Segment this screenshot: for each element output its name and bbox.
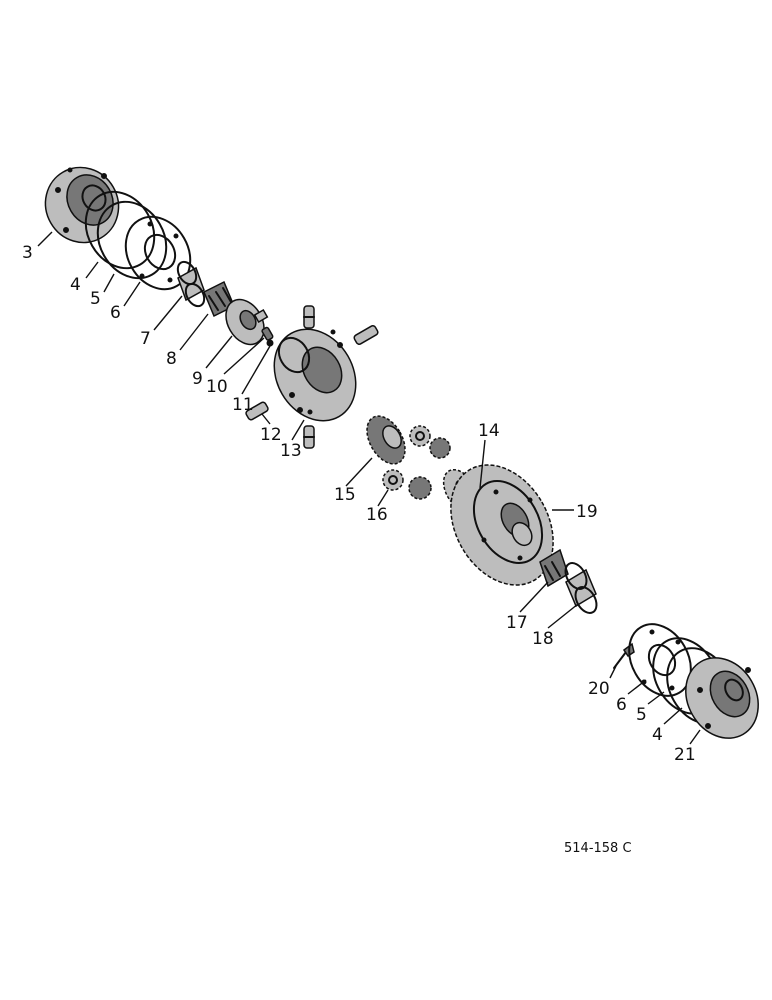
callout-14: 14 — [478, 421, 500, 441]
callout-4: 4 — [70, 275, 81, 295]
callout-10: 10 — [206, 377, 228, 397]
callout-3: 3 — [22, 243, 33, 263]
callout-21: 21 — [674, 745, 696, 765]
part-18-bearing-cup — [564, 562, 598, 614]
part-21-bearing-carrier — [685, 657, 759, 739]
callout-4-right: 4 — [652, 725, 663, 745]
callout-7: 7 — [140, 329, 151, 349]
callout-19: 19 — [576, 502, 598, 522]
callout-5-right: 5 — [636, 705, 647, 725]
callout-6: 6 — [110, 303, 121, 323]
callout-5: 5 — [90, 289, 101, 309]
cross-pin-top — [303, 305, 315, 329]
callout-11: 11 — [232, 395, 254, 415]
callout-9: 9 — [192, 369, 203, 389]
part-9-case-half — [225, 298, 269, 346]
drawing-code: 514-158 C — [564, 841, 632, 856]
callout-13: 13 — [280, 441, 302, 461]
part-6-shim-right — [628, 623, 692, 697]
part-12-cross-pin — [245, 401, 269, 421]
part-17-bearing-cone — [539, 548, 569, 588]
pinion-gear-upper-1 — [409, 425, 431, 447]
callout-16: 16 — [366, 505, 388, 525]
part-6-shim — [124, 215, 192, 291]
part-10-pin — [261, 326, 274, 341]
part-3-bearing-carrier — [44, 166, 120, 244]
callout-15: 15 — [334, 485, 356, 505]
part-15-side-gear — [366, 415, 406, 465]
cross-pin-right — [353, 325, 379, 345]
pinion-gear-lower — [408, 476, 432, 500]
callout-8: 8 — [166, 349, 177, 369]
part-7-bearing-cup — [176, 260, 206, 308]
cross-pin-bottom — [303, 425, 315, 449]
part-19-ring-gear — [450, 464, 554, 586]
callout-12: 12 — [260, 425, 282, 445]
callout-18: 18 — [532, 629, 554, 649]
part-13-differential-case — [273, 328, 357, 422]
callout-6-right: 6 — [616, 695, 627, 715]
part-5-o-ring — [96, 200, 168, 280]
callout-20: 20 — [588, 679, 610, 699]
leader-lines — [37, 231, 701, 745]
pinion-gear-upper-2 — [429, 437, 451, 459]
part-11-pin — [266, 339, 274, 347]
callout-17: 17 — [506, 613, 528, 633]
part-16-pinion-gear — [382, 469, 404, 491]
part-4-o-ring — [84, 190, 156, 270]
